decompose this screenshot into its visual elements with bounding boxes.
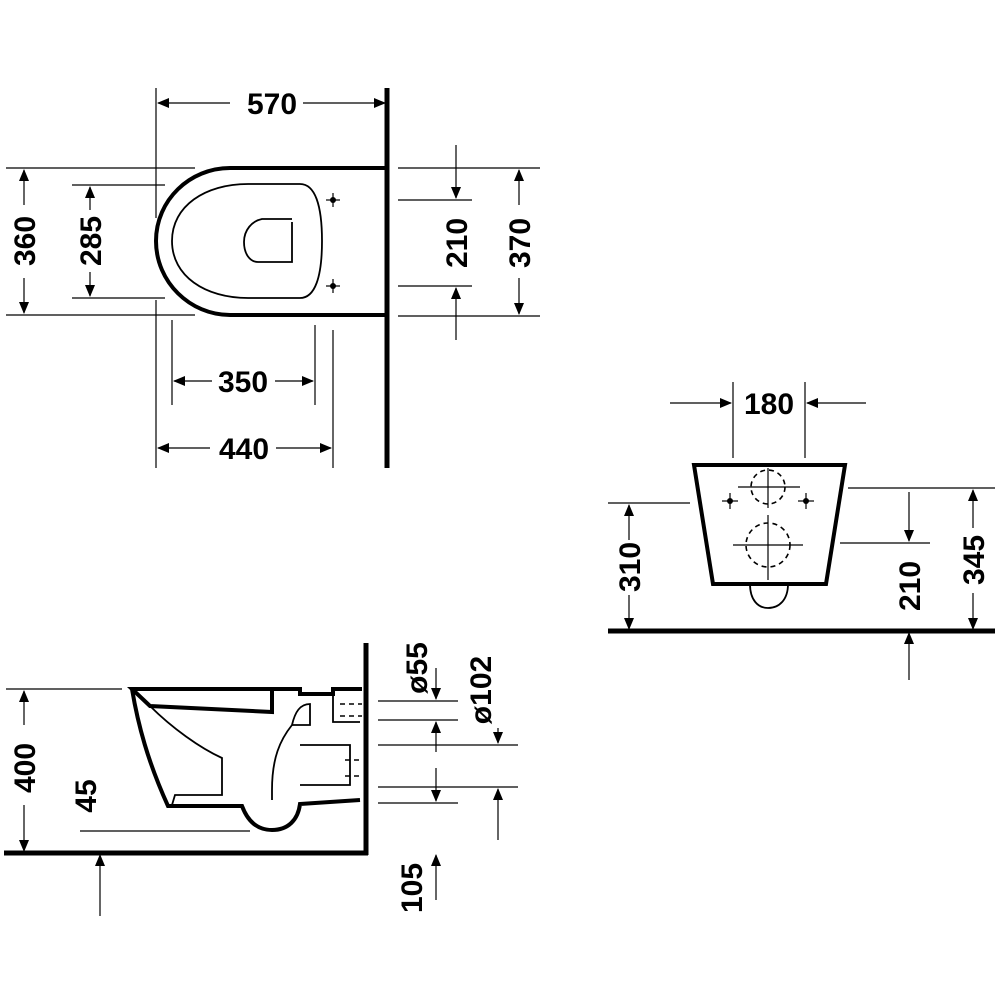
dim-210-front: 210 — [894, 561, 927, 611]
dim-180: 180 — [744, 388, 794, 421]
mounting-hole-icon — [326, 193, 340, 207]
flush-inlet — [292, 704, 310, 725]
dim-360: 360 — [9, 216, 42, 266]
outlet-connector — [300, 745, 350, 785]
bowl-back-top — [272, 689, 362, 694]
dim-370: 370 — [504, 218, 537, 268]
dim-570: 570 — [247, 88, 297, 121]
mounting-hole-icon — [326, 279, 340, 293]
dim-345: 345 — [958, 535, 991, 585]
dim-210-top: 210 — [441, 218, 474, 268]
dim-350: 350 — [218, 366, 268, 399]
dim-285: 285 — [75, 216, 108, 266]
dim-d55: ø55 — [401, 642, 434, 694]
trap-inner — [272, 725, 292, 800]
drain-opening — [244, 219, 292, 262]
dim-105: 105 — [396, 863, 429, 913]
dim-45: 45 — [70, 779, 103, 812]
dim-440: 440 — [219, 433, 269, 466]
bowl-rim — [172, 184, 322, 298]
side-view: 400 45 ø55 ø102 105 — [4, 642, 518, 916]
dim-310: 310 — [614, 542, 647, 592]
dim-400: 400 — [9, 743, 42, 793]
mounting-hole-icon — [798, 493, 814, 509]
top-view: 570 360 285 210 370 350 — [6, 88, 540, 468]
outlet-front — [750, 584, 788, 608]
dim-d102: ø102 — [465, 656, 498, 724]
bowl-front-outline — [694, 465, 845, 584]
bowl-outline — [156, 168, 387, 315]
mounting-hole-icon — [722, 493, 738, 509]
inlet-connector — [333, 694, 360, 722]
front-view: 180 310 210 345 — [608, 382, 995, 680]
